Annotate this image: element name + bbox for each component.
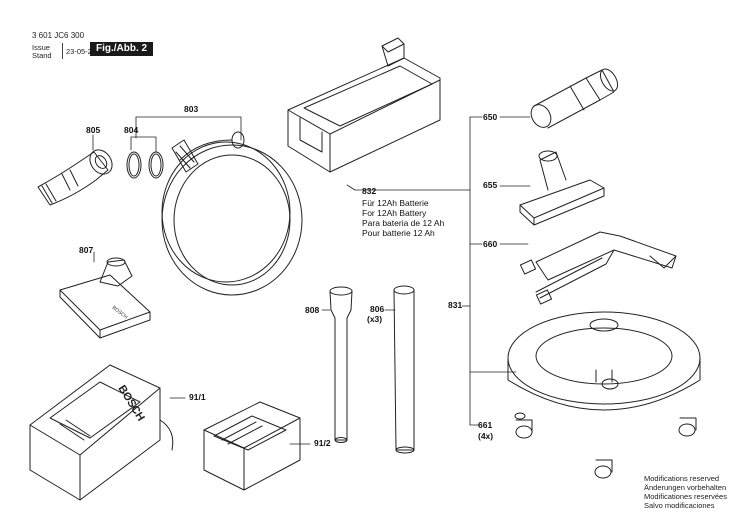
- issue-label: Issue: [32, 43, 50, 52]
- label-806-quantity: (x3): [367, 314, 383, 324]
- footer-note-1: Modifications reserved: [644, 474, 720, 483]
- document-number: 3 601 JC6 300: [32, 31, 85, 40]
- label-832: 832: [362, 186, 377, 196]
- battery-note-de: Für 12Ah Batterie: [362, 198, 429, 208]
- stand-label: Stand: [32, 51, 52, 60]
- part-804-rings: [126, 151, 164, 179]
- leader-804: [130, 136, 157, 153]
- battery-note-en: For 12Ah Battery: [362, 208, 427, 218]
- part-650-adapter: [530, 68, 619, 129]
- part-661-casters: [514, 412, 697, 479]
- footer-note-2: Änderungen vorbehalten: [644, 483, 727, 492]
- leader-832: [346, 184, 356, 191]
- header-bracket: [62, 43, 65, 59]
- label-804: 804: [124, 125, 139, 135]
- figure-label: Fig./Abb. 2: [90, 42, 154, 56]
- leader-lines: [92, 116, 531, 445]
- part-831-base: [507, 311, 701, 411]
- label-650: 650: [483, 112, 498, 122]
- part-808-tube: [329, 286, 353, 443]
- battery-note-fr: Pour batterie 12 Ah: [362, 228, 435, 238]
- part-655-nozzle: [519, 150, 605, 226]
- issue-date: 23-05-29: [66, 47, 97, 56]
- label-91-1: 91/1: [189, 392, 206, 402]
- label-806: 806: [370, 304, 385, 314]
- label-808: 808: [305, 305, 320, 315]
- label-807: 807: [79, 245, 94, 255]
- part-660-strap: [519, 231, 677, 305]
- part-832-battery-box: [287, 37, 441, 173]
- part-806-tube: [393, 285, 415, 454]
- part-807-brush: [59, 257, 151, 339]
- footer-note-4: Salvo modificaciones: [644, 501, 715, 510]
- label-660: 660: [483, 239, 498, 249]
- label-831: 831: [448, 300, 463, 310]
- label-91-2: 91/2: [314, 438, 331, 448]
- footer-note-3: Modificationes reservées: [644, 492, 727, 501]
- leader-803: [135, 116, 242, 141]
- label-803: 803: [184, 104, 199, 114]
- part-91-2-battery: [203, 401, 301, 491]
- brush-brand-logo: BOSCH: [111, 305, 129, 321]
- label-661: 661: [478, 420, 493, 430]
- label-661-quantity: (4x): [478, 431, 494, 441]
- label-805: 805: [86, 125, 101, 135]
- part-805-elbow: [37, 149, 113, 206]
- label-655: 655: [483, 180, 498, 190]
- battery-note-es: Para bateria de 12 Ah: [362, 218, 445, 228]
- part-803-hose: [161, 131, 303, 296]
- part-91-1-charger: [29, 364, 174, 501]
